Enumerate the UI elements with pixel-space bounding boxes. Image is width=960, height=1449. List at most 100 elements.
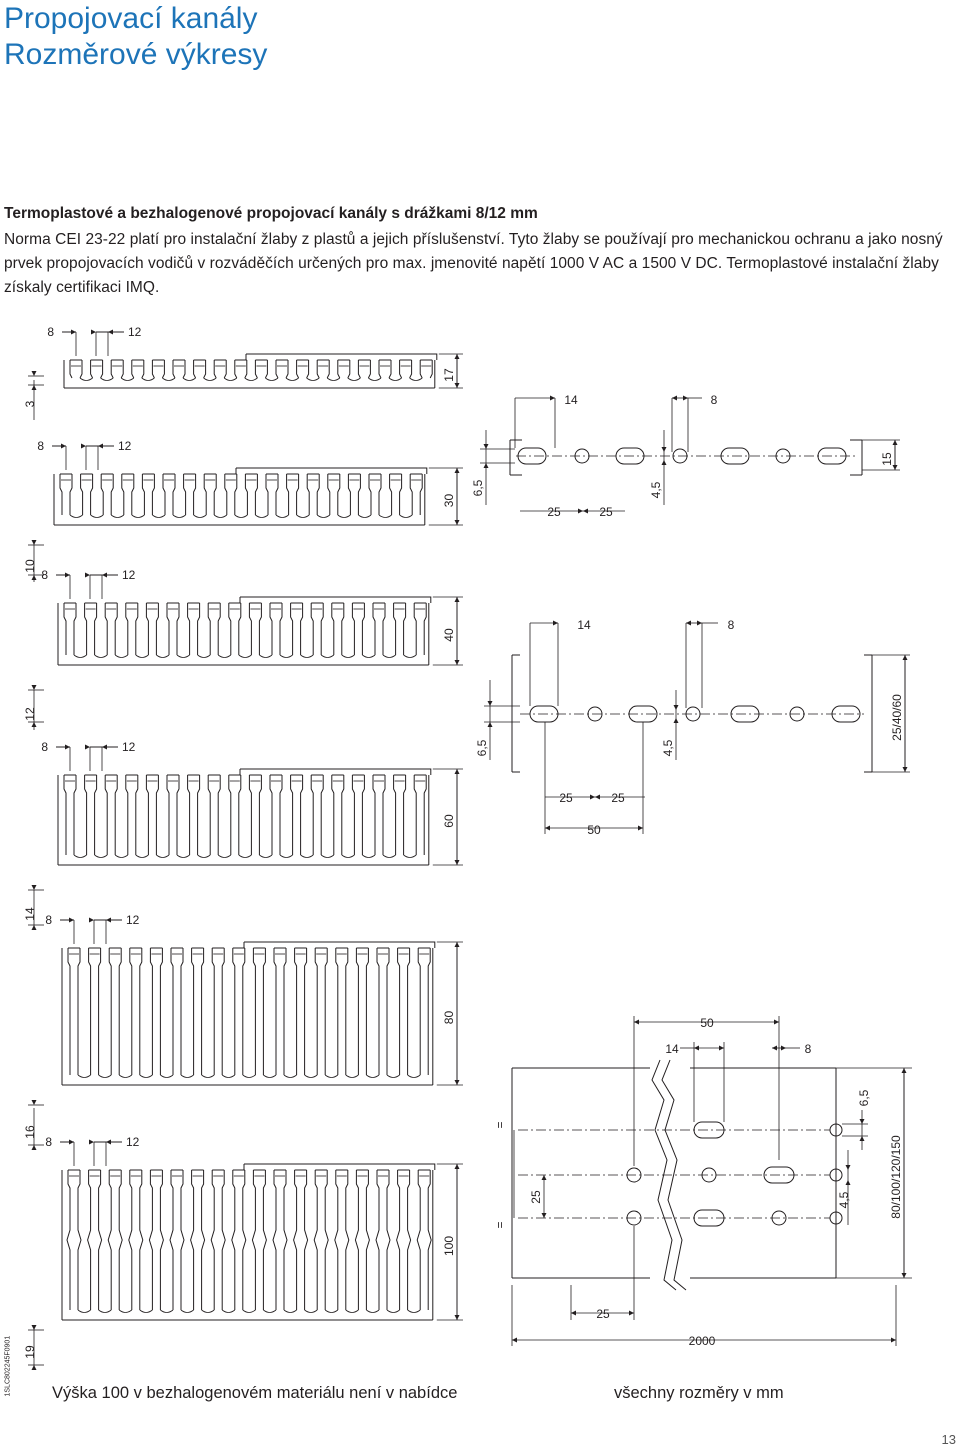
duct-slot-bottom <box>73 654 87 658</box>
base2-slot-hole <box>529 705 559 723</box>
duct-tooth-left <box>413 775 417 855</box>
dimension-arrow <box>487 722 493 727</box>
dimension-arrow <box>91 329 96 335</box>
duct-slot-bottom <box>259 854 273 858</box>
duct-tooth-right <box>110 474 114 515</box>
base1-dim25a-label: 25 <box>547 505 561 519</box>
duct-slot-bottom <box>347 377 361 381</box>
dimension-arrow <box>102 572 107 578</box>
footnote-right: všechny rozměry v mm <box>614 1384 784 1402</box>
duct-slot-bottom <box>366 1309 380 1313</box>
duct-tooth-right <box>320 603 324 655</box>
duct-tooth-left <box>187 775 191 855</box>
duct-slot-bottom <box>362 654 376 658</box>
duct-tooth-right <box>114 603 118 655</box>
base2-dim50-label: 50 <box>587 823 601 837</box>
duct-tooth-right <box>159 948 163 1075</box>
dimension-arrow <box>31 1145 37 1150</box>
duct-slot-bottom <box>193 514 207 518</box>
duct-slot-bottom <box>283 1309 297 1313</box>
duct-tooth-left <box>59 474 63 515</box>
duct-height-dim-arrow-bottom <box>454 660 460 665</box>
base1-dim15-label: 15 <box>880 452 894 466</box>
base3-dim14-label: 14 <box>665 1042 679 1056</box>
base1-dim25b-label: 25 <box>599 505 613 519</box>
dimension-arrow <box>553 620 558 626</box>
duct-slot-bottom <box>238 854 252 858</box>
duct-tooth-left <box>67 948 71 1075</box>
duct-tooth-right <box>161 360 165 379</box>
duct-tooth-right <box>337 474 341 515</box>
base3-edge-notch <box>829 1168 843 1182</box>
duct-slot-bottom <box>162 377 176 381</box>
duct-tooth-left <box>90 360 94 379</box>
duct-tooth-right <box>367 360 371 379</box>
dimension-arrow <box>673 705 679 710</box>
dimension-arrow <box>638 825 643 831</box>
duct-slot-bottom <box>180 1074 194 1078</box>
base3-height-dim-arrow-bottom <box>901 1273 907 1278</box>
base1-dim8-label: 8 <box>711 393 718 407</box>
dimension-arrow <box>859 1136 865 1141</box>
duct-tooth-right <box>193 474 197 515</box>
duct-slot-bottom <box>403 654 417 658</box>
duct-tooth-left <box>327 474 331 515</box>
duct-tooth-right <box>242 1170 247 1310</box>
page-number: 13 <box>941 1432 956 1447</box>
duct-slot-bottom <box>160 1309 174 1313</box>
duct-tooth-right <box>90 474 94 515</box>
duct-slot-bottom <box>135 854 149 858</box>
duct-tooth-right <box>403 603 407 655</box>
duct-tooth-left <box>63 603 67 655</box>
dimension-arrow <box>31 885 37 890</box>
dimension-arrow <box>672 395 677 401</box>
duct-slot-bottom <box>98 1074 112 1078</box>
duct-tooth-right <box>320 775 324 855</box>
duct-tooth-left <box>248 603 252 655</box>
duct-tooth-right <box>197 775 201 855</box>
duct-tooth-right <box>316 474 320 515</box>
duct-slot-bottom <box>279 854 293 858</box>
duct-slot-bottom <box>172 514 186 518</box>
duct-tooth-left <box>110 360 114 379</box>
duct-tooth-right <box>279 775 283 855</box>
duct-tooth-right <box>423 603 427 655</box>
dimension-arrow <box>483 463 489 468</box>
base3-dim25b-label: 25 <box>596 1307 610 1321</box>
duct-tooth-left <box>393 775 397 855</box>
dimension-arrow <box>61 443 66 449</box>
base3-round-hole <box>626 1210 642 1226</box>
base2-dim45-label: 4,5 <box>661 739 675 756</box>
duct-slot-bottom <box>403 854 417 858</box>
duct-slot-bottom <box>176 854 190 858</box>
duct-slot-bottom <box>341 654 355 658</box>
base3-dim8-label: 8 <box>805 1042 812 1056</box>
duct-slot-bottom <box>407 1074 421 1078</box>
base3-round-hole <box>626 1167 642 1183</box>
duct-slot-bottom <box>156 854 170 858</box>
duct-slot-bottom <box>139 1074 153 1078</box>
duct-height-dim-arrow-bottom <box>454 860 460 865</box>
duct-slot-bottom <box>234 514 248 518</box>
base1-slot-hole <box>615 447 645 465</box>
duct-height-dim-label: 17 <box>442 368 456 382</box>
dimension-arrow <box>31 1325 37 1330</box>
duct-tooth-right <box>159 1170 164 1310</box>
duct-slot-bottom <box>259 654 273 658</box>
duct-slot-bottom <box>366 1074 380 1078</box>
page-subtitle: Rozměrové výkresy <box>4 38 268 71</box>
dimension-arrow <box>31 685 37 690</box>
duct-tooth-left <box>296 360 300 379</box>
dimension-arrow <box>65 572 70 578</box>
duct-tooth-right <box>182 360 186 379</box>
duct-height-dim-arrow-top <box>454 942 460 947</box>
duct-tooth-left <box>273 948 277 1075</box>
base2-height-dim-label: 25/40/60 <box>890 694 904 741</box>
base3-edge-notch <box>829 1211 843 1225</box>
duct-slot-bottom <box>221 1309 236 1313</box>
base2-round-hole <box>587 706 603 722</box>
duct-slot-bottom <box>100 377 114 381</box>
base1-slot-hole <box>817 447 847 465</box>
duct-tooth-right <box>223 360 227 379</box>
duct-tooth-right <box>213 474 217 515</box>
